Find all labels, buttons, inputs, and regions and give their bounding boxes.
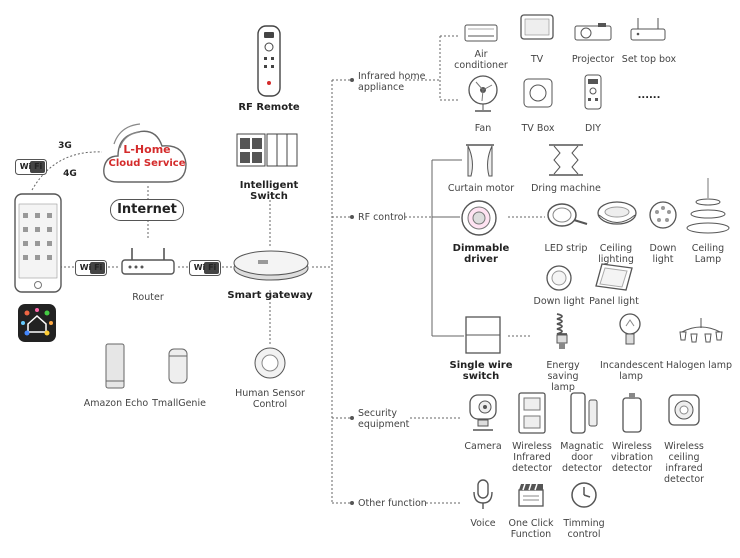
halogen-lamp-label: Halogen lamp: [665, 360, 733, 371]
tmallgenie-label: TmallGenie: [152, 398, 206, 409]
air-conditioner-icon: [464, 24, 498, 42]
curtain-motor-label: Curtain motor: [447, 183, 515, 194]
camera-icon: [468, 394, 498, 432]
router-icon: [118, 246, 178, 278]
magnetic-door-label: Magnatic door detector: [560, 441, 604, 474]
remote-icon: [257, 25, 281, 97]
internet-badge: [110, 199, 184, 221]
fan-icon: [466, 74, 500, 114]
cloud-title: L-Home: [123, 143, 171, 156]
down-light-label: Down light: [649, 243, 677, 265]
tv-icon: [520, 14, 554, 42]
one-click-clapper-icon: [518, 483, 544, 507]
down-light-2-label: Down light: [533, 296, 585, 307]
led-strip-label: LED strip: [544, 243, 588, 254]
panel-light-icon: [594, 262, 634, 292]
wifi-icon: [75, 260, 107, 276]
wifi-icon: [189, 260, 221, 276]
single-wire-switch-label: Single wire switch: [449, 360, 513, 382]
more-appliances-ellipsis: ......: [637, 90, 661, 101]
voice-microphone-icon: [472, 479, 494, 511]
tmallgenie-icon: [168, 348, 188, 384]
app-icon: [18, 304, 56, 342]
wifi-icon: [15, 159, 47, 175]
wireless-infrared-label: Wireless Infrared detector: [511, 441, 553, 474]
ceiling-lighting-label: Ceiling lighting: [598, 243, 634, 265]
branch-rf-label: RF control: [358, 212, 407, 223]
branch-infrared-label: Infrared home appliance: [358, 71, 426, 93]
intelligent-switch-icon: [236, 133, 298, 167]
down-light-icon: [648, 200, 678, 230]
wireless-infrared-icon: [518, 392, 546, 434]
fan-label: Fan: [474, 123, 492, 134]
curtain-motor-icon: [465, 143, 495, 177]
halogen-lamp-icon: [678, 318, 724, 348]
cloud-subtitle: Cloud Service: [108, 158, 186, 169]
gateway-icon: [232, 248, 310, 282]
tv-box-label: TV Box: [521, 123, 555, 134]
wifi-badge-label: Wi Fi: [19, 162, 43, 171]
ceiling-lighting-icon: [597, 200, 637, 230]
set-top-box-icon: [630, 17, 666, 41]
amazon-echo-label: Amazon Echo: [83, 398, 149, 409]
internet-label: Internet: [117, 202, 177, 217]
human-sensor-icon: [254, 347, 286, 379]
wifi-badge-label: Wi Fi: [79, 263, 103, 272]
cloud-icon: [100, 118, 190, 186]
tv-box-icon: [523, 78, 553, 108]
down-light-2-icon: [545, 264, 573, 292]
single-wire-switch-icon: [465, 316, 501, 354]
panel-light-label: Panel light: [589, 296, 639, 307]
led-strip-icon: [546, 202, 588, 228]
one-click-label: One Click Function: [508, 518, 554, 540]
wifi-badge-label: Wi Fi: [193, 263, 217, 272]
wireless-ceiling-label: Wireless ceiling infrared detector: [663, 441, 705, 485]
tv-label: TV: [530, 54, 544, 65]
ceiling-lamp-icon: [686, 178, 730, 238]
dring-machine-label: Dring machine: [531, 183, 601, 194]
projector-icon: [574, 22, 612, 42]
smart-gateway-label: Smart gateway: [227, 290, 313, 301]
timer-clock-icon: [570, 481, 598, 509]
air-conditioner-label: Air conditioner: [454, 49, 508, 71]
incandescent-lamp-icon: [618, 312, 642, 350]
camera-label: Camera: [464, 441, 502, 452]
rf-remote-label: RF Remote: [238, 102, 300, 113]
wireless-ceiling-icon: [668, 394, 700, 426]
intelligent-switch-label: Intelligent Switch: [239, 180, 299, 202]
set-top-box-label: Set top box: [621, 54, 677, 65]
dimmable-driver-label: Dimmable driver: [452, 243, 510, 265]
wireless-vibration-icon: [622, 392, 642, 434]
energy-saving-lamp-icon: [553, 312, 571, 352]
diy-label: DIY: [585, 123, 601, 134]
dimmable-driver-icon: [460, 199, 498, 237]
smartphone-icon: [14, 193, 62, 293]
wireless-vibration-label: Wireless vibration detector: [610, 441, 654, 474]
ceiling-lamp-label: Ceiling Lamp: [691, 243, 725, 265]
timming-label: Timming control: [563, 518, 605, 540]
amazon-echo-icon: [105, 343, 125, 389]
diy-remote-icon: [584, 74, 602, 110]
phone-cloud-link: [31, 151, 103, 191]
energy-saving-lamp-label: Energy saving lamp: [546, 360, 580, 393]
router-label: Router: [132, 292, 164, 303]
voice-label: Voice: [470, 518, 496, 529]
human-sensor-label: Human Sensor Control: [235, 388, 305, 410]
projector-label: Projector: [571, 54, 615, 65]
network-3g-label: 3G: [58, 141, 72, 151]
magnetic-door-icon: [570, 392, 598, 434]
incandescent-lamp-label: Incandescent lamp: [600, 360, 664, 382]
branch-other-label: Other function: [358, 498, 427, 509]
network-4g-label: 4G: [63, 169, 77, 179]
branch-security-label: Security equipment: [358, 408, 410, 430]
dring-machine-icon: [548, 143, 584, 177]
